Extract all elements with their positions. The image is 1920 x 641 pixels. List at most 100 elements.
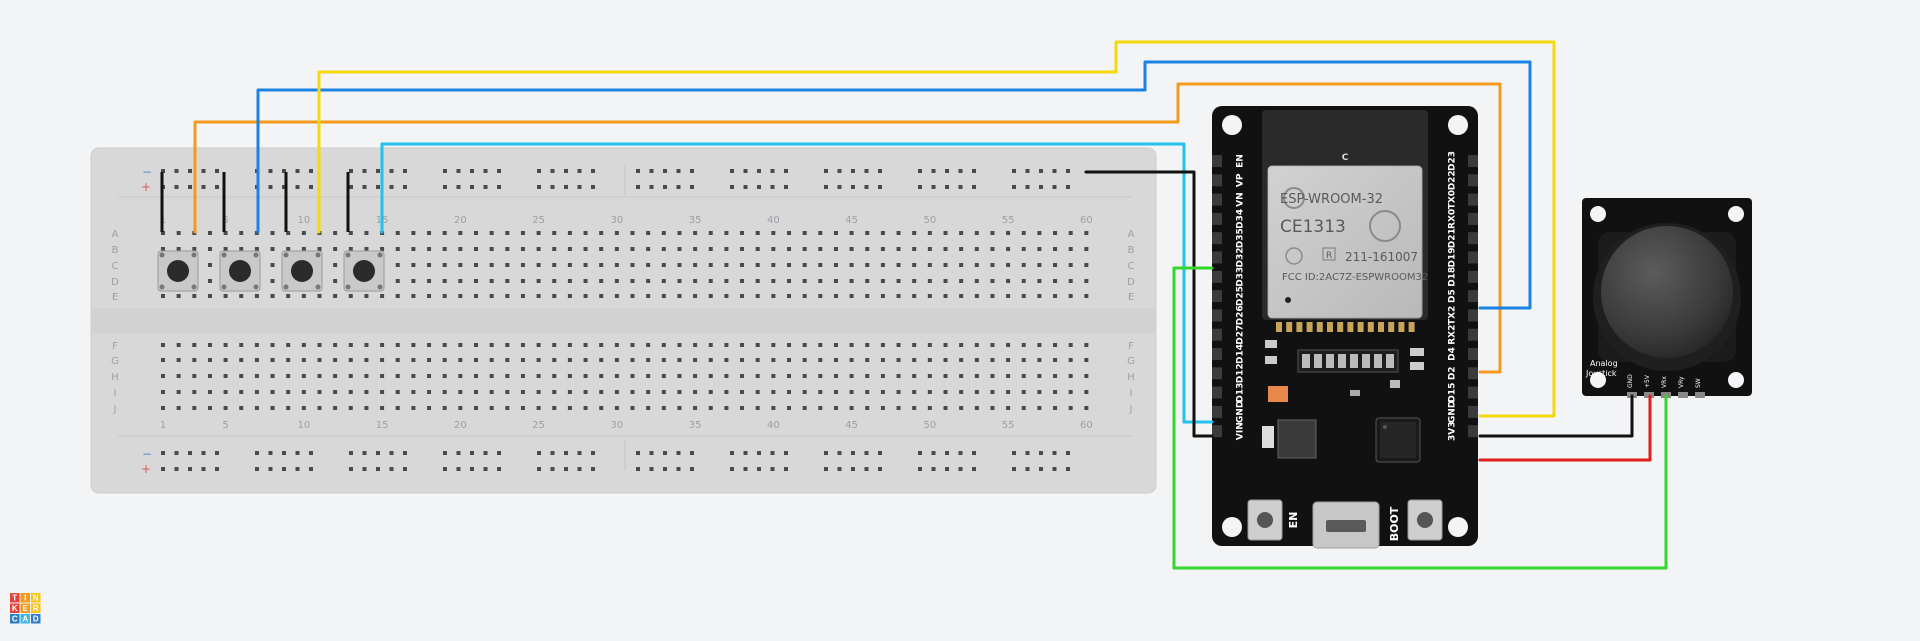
breadboard-hole[interactable] (787, 279, 791, 283)
breadboard-hole[interactable] (176, 231, 181, 235)
breadboard-hole[interactable] (912, 263, 917, 267)
breadboard-hole[interactable] (536, 294, 541, 298)
rail-hole[interactable] (215, 169, 219, 173)
rail-hole[interactable] (649, 451, 654, 455)
breadboard-hole[interactable] (458, 279, 463, 283)
breadboard-hole[interactable] (380, 294, 385, 298)
breadboard-hole[interactable] (411, 263, 416, 267)
breadboard-hole[interactable] (474, 406, 478, 410)
breadboard-hole[interactable] (677, 374, 682, 378)
breadboard-hole[interactable] (865, 279, 870, 283)
breadboard-hole[interactable] (990, 294, 995, 298)
breadboard-hole[interactable] (223, 247, 228, 251)
rail-hole[interactable] (1039, 467, 1043, 471)
rail-hole[interactable] (268, 451, 273, 455)
breadboard-hole[interactable] (974, 279, 979, 283)
breadboard-hole[interactable] (489, 343, 494, 347)
breadboard-hole[interactable] (286, 374, 291, 378)
breadboard-hole[interactable] (458, 406, 463, 410)
breadboard-hole[interactable] (896, 247, 901, 251)
breadboard-hole[interactable] (254, 406, 259, 410)
breadboard-hole[interactable] (1021, 358, 1026, 362)
breadboard-hole[interactable] (1053, 294, 1058, 298)
breadboard-hole[interactable] (583, 279, 588, 283)
breadboard-hole[interactable] (333, 263, 338, 267)
breadboard-hole[interactable] (583, 390, 588, 394)
breadboard-hole[interactable] (348, 374, 353, 378)
breadboard-hole[interactable] (583, 374, 588, 378)
breadboard-hole[interactable] (818, 406, 823, 410)
breadboard-hole[interactable] (474, 390, 478, 394)
breadboard-hole[interactable] (896, 263, 901, 267)
rail-hole[interactable] (174, 185, 179, 189)
breadboard-hole[interactable] (708, 231, 713, 235)
breadboard-hole[interactable] (599, 343, 604, 347)
rail-hole[interactable] (676, 467, 681, 471)
breadboard-hole[interactable] (943, 294, 948, 298)
breadboard-hole[interactable] (880, 343, 885, 347)
push-button[interactable] (343, 172, 385, 292)
esp32-pin[interactable] (1212, 251, 1222, 264)
rail-hole[interactable] (497, 185, 501, 189)
rail-hole[interactable] (201, 169, 206, 173)
breadboard-hole[interactable] (959, 358, 964, 362)
breadboard-hole[interactable] (646, 406, 651, 410)
breadboard-hole[interactable] (959, 343, 964, 347)
breadboard-hole[interactable] (552, 247, 557, 251)
breadboard-hole[interactable] (333, 343, 338, 347)
breadboard-hole[interactable] (223, 406, 228, 410)
breadboard-hole[interactable] (802, 374, 807, 378)
breadboard-hole[interactable] (364, 374, 369, 378)
breadboard-hole[interactable] (505, 294, 510, 298)
breadboard-hole[interactable] (583, 247, 588, 251)
breadboard-hole[interactable] (1068, 263, 1073, 267)
rail-hole[interactable] (878, 185, 882, 189)
breadboard-hole[interactable] (849, 247, 854, 251)
rail-hole[interactable] (389, 185, 394, 189)
rail-hole[interactable] (945, 451, 949, 455)
breadboard-hole[interactable] (552, 231, 557, 235)
esp32-pin[interactable] (1468, 251, 1478, 264)
breadboard-hole[interactable] (740, 406, 745, 410)
rail-hole[interactable] (1039, 451, 1043, 455)
breadboard-hole[interactable] (474, 343, 478, 347)
breadboard-hole[interactable] (286, 406, 291, 410)
breadboard-hole[interactable] (583, 294, 588, 298)
rail-hole[interactable] (730, 185, 734, 189)
breadboard-hole[interactable] (520, 358, 525, 362)
breadboard-hole[interactable] (286, 358, 291, 362)
breadboard-hole[interactable] (348, 406, 353, 410)
rail-hole[interactable] (174, 451, 179, 455)
wire-green-vrx[interactable] (1172, 266, 1668, 570)
rail-hole[interactable] (837, 185, 842, 189)
rail-hole[interactable] (824, 451, 828, 455)
breadboard-hole[interactable] (505, 406, 510, 410)
breadboard-hole[interactable] (614, 343, 619, 347)
breadboard-hole[interactable] (599, 406, 604, 410)
breadboard-hole[interactable] (301, 294, 306, 298)
breadboard-hole[interactable] (192, 343, 197, 347)
breadboard-hole[interactable] (771, 294, 776, 298)
breadboard-hole[interactable] (849, 374, 854, 378)
breadboard-hole[interactable] (254, 247, 259, 251)
esp32-pin-headers[interactable]: ENVPVND34D35D32D33D25D26D27D14D12D13GNDV… (1212, 151, 1478, 441)
rail-hole[interactable] (403, 451, 407, 455)
breadboard-hole[interactable] (270, 358, 275, 362)
esp32-pin[interactable] (1212, 193, 1222, 206)
rail-hole[interactable] (770, 185, 775, 189)
wire-blue[interactable] (256, 60, 1532, 310)
breadboard-hole[interactable] (974, 294, 979, 298)
breadboard-hole[interactable] (520, 374, 525, 378)
breadboard-hole[interactable] (411, 358, 416, 362)
rail-hole[interactable] (295, 169, 300, 173)
breadboard-hole[interactable] (427, 358, 432, 362)
breadboard-hole[interactable] (708, 374, 713, 378)
breadboard-hole[interactable] (270, 374, 275, 378)
rail-hole[interactable] (918, 185, 922, 189)
breadboard-hole[interactable] (849, 294, 854, 298)
breadboard-hole[interactable] (959, 406, 964, 410)
breadboard-hole[interactable] (1037, 343, 1042, 347)
breadboard-hole[interactable] (1021, 406, 1026, 410)
breadboard-hole[interactable] (755, 358, 760, 362)
breadboard-hole[interactable] (1068, 406, 1073, 410)
